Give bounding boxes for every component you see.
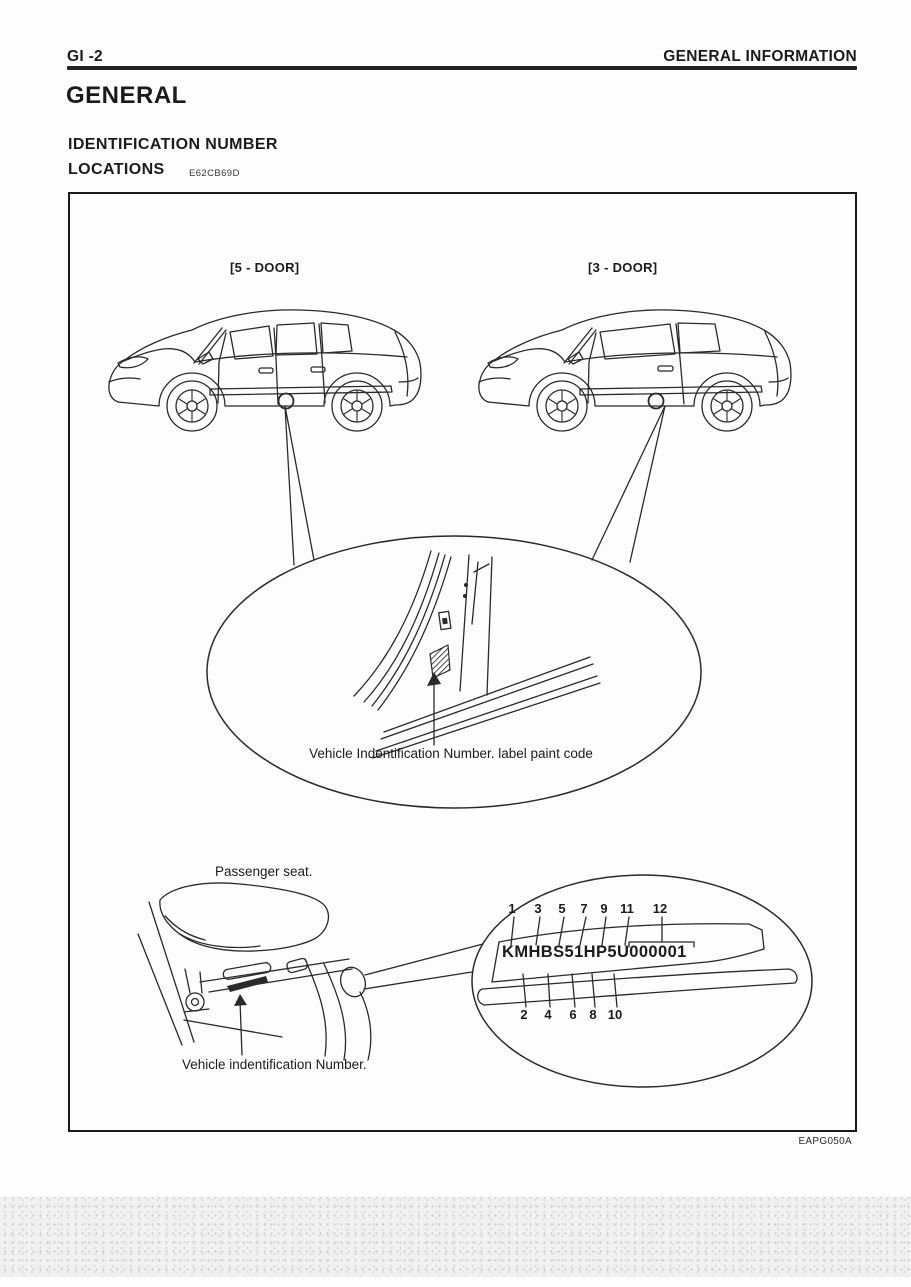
subtitle-line1: IDENTIFICATION NUMBER xyxy=(68,136,278,153)
vin-position-label: 10 xyxy=(607,1007,623,1022)
seat-detail-drawing xyxy=(137,882,484,1061)
passenger-seat-label: Passenger seat. xyxy=(215,864,313,879)
variant-label-3door: [3 - DOOR] xyxy=(588,260,658,275)
vin-position-label: 11 xyxy=(620,901,634,916)
vin-plate-ellipse xyxy=(471,874,813,1088)
variant-label-5door: [5 - DOOR] xyxy=(230,260,300,275)
figure-line-art xyxy=(107,308,813,1088)
figure-reference-code: EAPG050A xyxy=(798,1136,852,1147)
scan-noise-band xyxy=(0,1197,911,1277)
pillar-vin-caption: Vehicle Indentification Number. label pa… xyxy=(309,746,593,761)
left-projection-lines xyxy=(284,405,315,566)
vin-number: KMHBS51HP5U000001 xyxy=(502,943,687,961)
three-door-car-drawing xyxy=(477,308,792,432)
seat-vin-caption: Vehicle indentification Number. xyxy=(182,1057,367,1072)
figure-frame xyxy=(68,192,857,1132)
vin-position-label: 2 xyxy=(520,1007,528,1022)
vin-position-label: 9 xyxy=(600,901,608,916)
page-code: GI -2 xyxy=(67,48,103,65)
right-projection-lines xyxy=(591,405,666,563)
page-title: GENERAL xyxy=(66,82,187,109)
subtitle-ref-code: E62CB69D xyxy=(189,168,240,179)
section-title: GENERAL INFORMATION xyxy=(663,48,857,65)
vin-position-label: 8 xyxy=(589,1007,597,1022)
vin-position-label: 12 xyxy=(652,901,668,916)
subtitle-line2: LOCATIONS xyxy=(68,161,165,178)
vin-position-label: 7 xyxy=(580,901,588,916)
vin-position-label: 4 xyxy=(544,1007,552,1022)
vin-position-label: 1 xyxy=(508,901,516,916)
five-door-car-drawing xyxy=(107,308,422,432)
pillar-detail-ellipse xyxy=(206,535,702,809)
header-rule xyxy=(67,66,857,70)
vin-position-label: 5 xyxy=(558,901,566,916)
vin-position-label: 6 xyxy=(569,1007,577,1022)
vin-position-label: 3 xyxy=(534,901,542,916)
